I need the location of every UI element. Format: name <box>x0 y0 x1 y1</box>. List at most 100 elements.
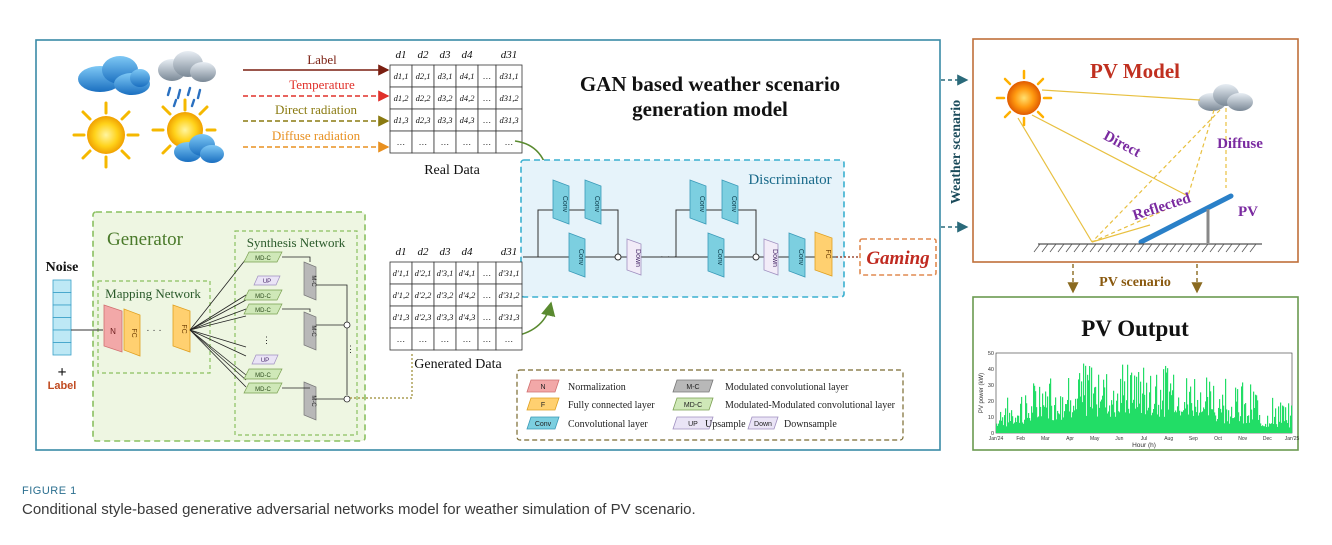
pv-area-bar <box>1067 399 1069 433</box>
pv-area-bar <box>1284 421 1286 433</box>
input-label-text: Label <box>307 52 337 67</box>
pv-area-bar <box>1085 365 1087 433</box>
pv-area-bar <box>1191 403 1193 433</box>
mdc-label: MD-C <box>255 373 271 379</box>
pv-area-bar <box>1052 420 1054 433</box>
pv-area-bar <box>1226 409 1228 433</box>
pv-area-bar <box>1192 410 1194 433</box>
ground-hatch <box>1217 243 1225 253</box>
pv-diffuse-text: Diffuse <box>1217 136 1263 152</box>
pv-area-bar <box>1211 409 1213 433</box>
pv-area-bar <box>1190 386 1192 433</box>
pv-area-bar <box>1017 415 1019 433</box>
pv-area-bar <box>1118 411 1120 433</box>
pv-area-bar <box>1019 422 1021 433</box>
pv-area-bar <box>1070 400 1072 433</box>
sun-cloud-icon <box>151 98 224 163</box>
table-cell-text: d'31,1 <box>499 268 520 278</box>
pv-area-bar <box>1065 404 1067 433</box>
pv-area-bar <box>1134 375 1136 433</box>
pv-area-bar <box>1214 412 1216 433</box>
x-tick-label: Feb <box>1016 436 1025 442</box>
pv-area-bar <box>1086 415 1088 433</box>
pv-area-bar <box>1058 413 1060 433</box>
pv-area-bar <box>1078 379 1080 433</box>
mdc-block <box>243 251 283 263</box>
ground-hatch <box>1177 243 1185 253</box>
table-cell-text: d'31,3 <box>499 312 520 322</box>
pv-area-bar <box>1109 405 1111 433</box>
pv-area-bar <box>1045 391 1047 433</box>
pv-area-bar <box>1252 419 1254 433</box>
pv-area-bar <box>1283 406 1285 433</box>
pv-area-bar <box>1093 393 1095 433</box>
pv-area-bar <box>1117 393 1119 433</box>
conv-block <box>689 179 707 225</box>
pv-area-bar <box>1014 422 1016 433</box>
ground-hatch <box>1113 243 1121 253</box>
pv-area-bar <box>1250 384 1252 433</box>
pv-area-bar <box>1015 417 1017 433</box>
y-tick-label: 20 <box>988 399 994 405</box>
table-cell-text: d'2,1 <box>415 268 432 278</box>
pv-area-bar <box>1114 412 1116 433</box>
table-cell-text: … <box>397 137 405 147</box>
pv-area-bar <box>1051 405 1053 433</box>
pv-area-bar <box>1205 401 1207 433</box>
pv-area-bar <box>1095 386 1097 433</box>
pv-ground <box>1033 243 1262 253</box>
pv-area-bar <box>1029 418 1031 433</box>
pv-area-bar <box>1194 379 1196 433</box>
pv-area-bar <box>1135 408 1137 433</box>
mapping-network-box <box>97 280 211 374</box>
pv-area-bar <box>1240 416 1242 433</box>
table-cell-text: d4,2 <box>460 93 476 103</box>
table-cell-text: … <box>397 334 405 344</box>
pv-area-bar <box>1127 364 1129 433</box>
fan-line <box>189 299 247 331</box>
pv-area-bar <box>1112 404 1114 433</box>
pv-area-bar <box>1236 401 1238 433</box>
table-cell-text: d'3,2 <box>437 290 454 300</box>
pv-area-bar <box>1024 419 1026 433</box>
up-block <box>251 354 279 365</box>
y-tick-label: 40 <box>988 367 994 373</box>
discriminator-box <box>520 159 845 298</box>
noise-text: Noise <box>46 260 79 275</box>
pv-area-bar <box>1082 402 1084 433</box>
pv-area-bar <box>1116 400 1118 433</box>
pv-area-bar <box>1130 375 1132 433</box>
pv-area-bar <box>1001 420 1003 433</box>
table-header: d31 <box>501 246 518 258</box>
pv-area-bar <box>1007 397 1009 433</box>
legend-swatch <box>747 416 779 430</box>
pv-area-bar <box>1248 415 1250 433</box>
pv-area-bar <box>1003 425 1005 433</box>
input-diffuse-text: Diffuse radiation <box>272 128 361 143</box>
pv-area-bar <box>1032 412 1034 433</box>
pv-area-bar <box>1132 402 1134 433</box>
noise-cell <box>52 317 72 331</box>
pv-area-bar <box>1247 415 1249 433</box>
pv-area-bar <box>1287 422 1289 433</box>
pv-area-bar <box>1139 403 1141 433</box>
table-cell-text: … <box>483 334 491 344</box>
table-cell-text: d'4,1 <box>459 268 476 278</box>
pv-area-bar <box>1073 405 1075 433</box>
table-cell-text: d4,1 <box>460 71 475 81</box>
pv-area-bar <box>1044 406 1046 433</box>
pv-area-bar <box>1218 407 1220 433</box>
pv-area-bar <box>1207 396 1209 433</box>
pv-area-bar <box>1270 423 1272 433</box>
x-axis-label: Hour (h) <box>1132 442 1156 449</box>
ground-hatch <box>1137 243 1145 253</box>
gaming-text: Gaming <box>866 248 929 269</box>
pv-area-bar <box>1253 391 1255 433</box>
pv-area-bar <box>1088 380 1090 433</box>
mdc-block <box>243 303 283 315</box>
